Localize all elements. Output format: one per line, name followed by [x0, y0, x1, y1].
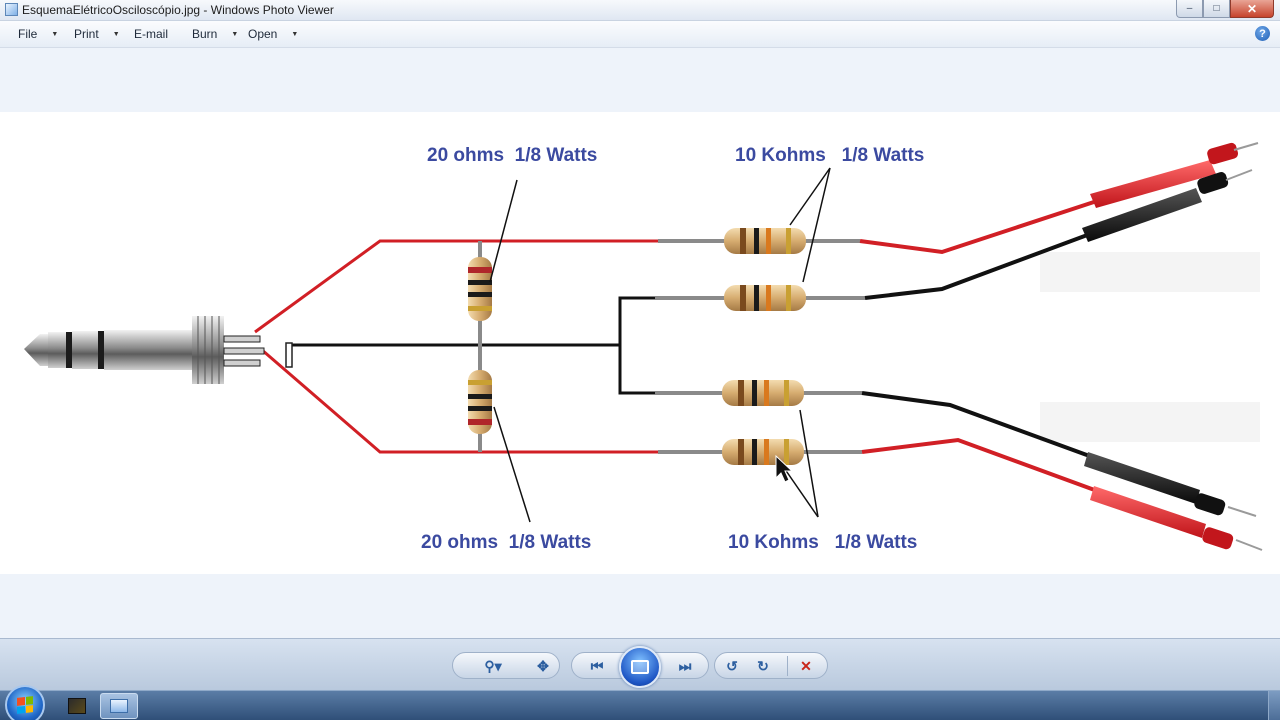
taskbar: [0, 685, 1280, 720]
windows-logo-icon: [17, 696, 33, 714]
previous-icon: ⏮: [590, 657, 604, 674]
label-10-kohms-bottom: 10 Kohms 1/8 Watts: [728, 532, 917, 553]
red-wire-top: [254, 239, 658, 334]
menu-file[interactable]: File ▼: [18, 27, 58, 41]
image-viewer: 20 ohms 1/8 Watts 10 Kohms 1/8 Watts 20 …: [0, 48, 1280, 638]
resistor-20-ohm-top: [468, 257, 492, 321]
red-wire-bottom: [261, 348, 658, 454]
red-probe-top: [1090, 142, 1259, 208]
menu-burn-label: Burn: [192, 27, 218, 41]
rotate-right-icon: ↻: [757, 657, 769, 674]
start-button[interactable]: [5, 685, 45, 720]
minimize-button[interactable]: –: [1176, 0, 1203, 18]
menu-burn[interactable]: Burn ▼: [192, 27, 238, 41]
chevron-down-icon: ▼: [231, 30, 239, 38]
help-icon[interactable]: ?: [1255, 26, 1270, 41]
toolbar-group-left: [452, 652, 560, 679]
slideshow-icon: [631, 660, 649, 674]
show-desktop-button[interactable]: [1268, 691, 1280, 720]
mouse-cursor: [775, 454, 794, 483]
displayed-image: 20 ohms 1/8 Watts 10 Kohms 1/8 Watts 20 …: [0, 112, 1280, 574]
leader-line-top-right-a: [789, 167, 831, 226]
black-wire-split: [618, 296, 655, 395]
menu-open-label: Open: [248, 27, 278, 41]
menu-print[interactable]: Print ▼: [74, 27, 120, 41]
rotate-left-icon: ↺: [726, 657, 738, 674]
leader-line-bottom-right-a: [799, 409, 819, 518]
chevron-down-icon: ▼: [112, 30, 120, 38]
resistor-10k-1: [724, 228, 806, 254]
toolbar-group-right: [714, 652, 828, 679]
black-probe-cable-bottom: [861, 391, 1096, 460]
chevron-down-icon: ▼: [51, 30, 59, 38]
red-probe-cable-bottom: [861, 437, 1101, 494]
title-bar: EsquemaElétricoOsciloscópio.jpg - Window…: [0, 0, 1280, 21]
app-task[interactable]: [58, 693, 96, 719]
stereo-jack-plug: [24, 316, 293, 384]
resistor-10k-3: [722, 380, 804, 406]
resistor-10k-2: [724, 285, 806, 311]
label-20-ohms-bottom: 20 ohms 1/8 Watts: [421, 532, 591, 553]
slideshow-button[interactable]: [619, 646, 661, 688]
menu-open[interactable]: Open ▼: [248, 27, 298, 41]
menu-email[interactable]: E-mail: [134, 27, 168, 41]
actual-size-icon: ✥: [537, 657, 549, 674]
viewer-toolbar: ⚲▾ ✥ ⏮ ⏭ ↺ ↻ ✕: [0, 638, 1280, 690]
window-controls: – □ ✕: [1176, 0, 1274, 18]
faint-shadow: [1040, 402, 1260, 442]
red-probe-cable-top: [859, 198, 1101, 255]
label-10-kohms-top: 10 Kohms 1/8 Watts: [735, 145, 924, 166]
minimize-icon: –: [1186, 3, 1193, 14]
zoom-icon: ⚲▾: [484, 657, 502, 674]
next-button[interactable]: ⏭: [674, 656, 696, 676]
next-icon: ⏭: [678, 657, 692, 674]
circuit-diagram: 20 ohms 1/8 Watts 10 Kohms 1/8 Watts 20 …: [24, 142, 1263, 553]
chevron-down-icon: ▼: [291, 30, 299, 38]
leader-line-bottom-left: [493, 406, 531, 523]
close-icon: ✕: [1246, 1, 1258, 16]
app-icon: [68, 698, 86, 714]
maximize-button[interactable]: □: [1203, 0, 1230, 18]
actual-size-button[interactable]: ✥: [532, 656, 554, 676]
delete-button[interactable]: ✕: [795, 656, 817, 676]
black-probe-top: [1082, 169, 1253, 242]
resistor-10k-4: [722, 439, 804, 465]
previous-button[interactable]: ⏮: [586, 656, 608, 676]
photo-viewer-icon: [5, 3, 18, 16]
leader-line-top-right-b: [802, 167, 831, 283]
black-probe-cable-top: [864, 232, 1091, 300]
faint-shadow: [1040, 252, 1260, 292]
toolbar-divider: [787, 656, 788, 676]
rotate-left-button[interactable]: ↺: [721, 656, 743, 676]
label-20-ohms-top: 20 ohms 1/8 Watts: [427, 145, 597, 166]
window-title: EsquemaElétricoOsciloscópio.jpg - Window…: [22, 3, 334, 17]
menu-bar: File ▼ Print ▼ E-mail Burn ▼ Open ▼ ?: [0, 21, 1280, 48]
maximize-icon: □: [1213, 3, 1220, 14]
delete-icon: ✕: [800, 657, 812, 674]
leader-line-top-left: [489, 179, 518, 283]
photo-viewer-task[interactable]: [100, 693, 138, 719]
black-probe-bottom: [1084, 452, 1257, 517]
zoom-button[interactable]: ⚲▾: [478, 656, 508, 676]
red-probe-bottom: [1090, 486, 1263, 551]
close-button[interactable]: ✕: [1230, 0, 1274, 18]
menu-email-label: E-mail: [134, 27, 169, 41]
menu-print-label: Print: [74, 27, 99, 41]
photo-viewer-icon: [110, 699, 128, 713]
resistor-20-ohm-bottom: [468, 370, 492, 434]
rotate-right-button[interactable]: ↻: [752, 656, 774, 676]
menu-file-label: File: [18, 27, 38, 41]
